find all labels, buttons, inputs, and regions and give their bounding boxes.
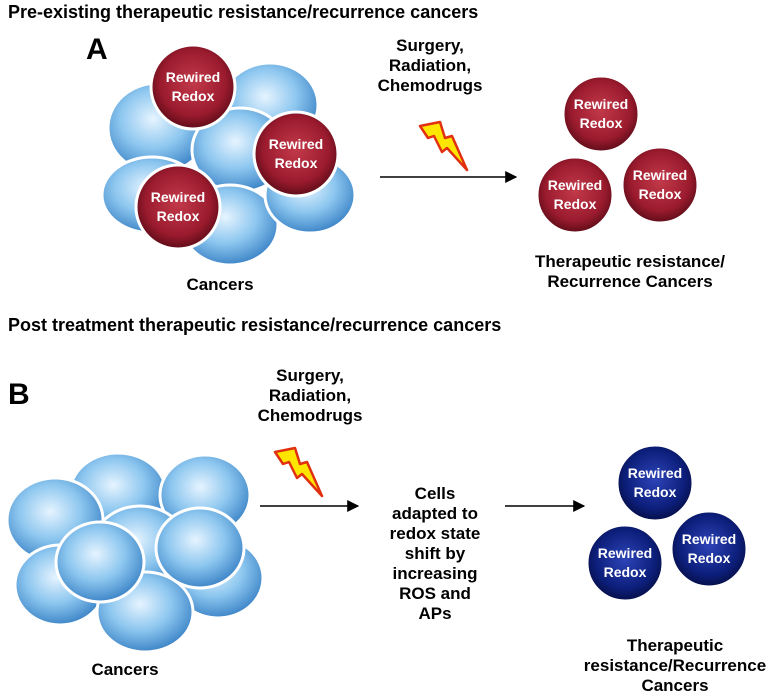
panel-b-heading: Post treatment therapeutic resistance/re… bbox=[8, 315, 502, 335]
lightning-bolt-icon bbox=[273, 446, 324, 498]
panel-b-label: B bbox=[8, 378, 30, 411]
panel-b-treatment-text: Surgery,Radiation,Chemodrugs bbox=[257, 366, 363, 425]
panel-b-cancers-caption: Cancers bbox=[91, 660, 159, 679]
panel-a-result-caption: Therapeutic resistance/Recurrence Cancer… bbox=[535, 252, 725, 291]
panel-b-resistant-cells bbox=[585, 443, 749, 603]
panel-a-resistant-cells bbox=[535, 74, 700, 235]
panel-a-heading: Pre-existing therapeutic resistance/recu… bbox=[8, 2, 479, 22]
lightning-bolt-icon bbox=[418, 120, 469, 172]
panel-b-cancer-cluster bbox=[5, 451, 265, 654]
panel-a-cancers-caption: Cancers bbox=[186, 275, 254, 294]
panel-a-label: A bbox=[86, 33, 108, 66]
panel-a-treatment-text: Surgery,Radiation,Chemodrugs bbox=[377, 36, 483, 95]
panel-a-rewired-cells bbox=[134, 43, 340, 251]
